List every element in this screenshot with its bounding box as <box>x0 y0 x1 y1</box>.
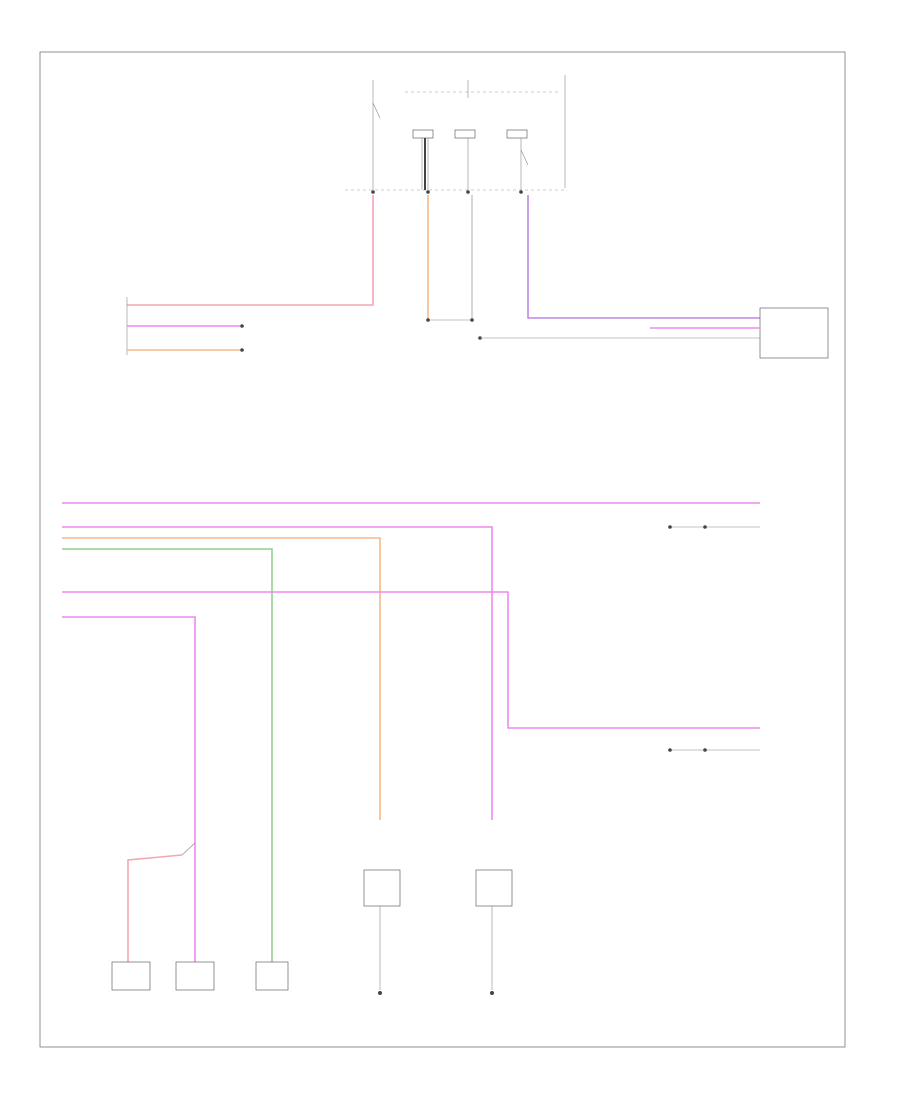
wire-magenta-bus-3 <box>62 591 760 729</box>
diagram-border <box>39 51 846 1048</box>
wire-magenta-bus-2 <box>62 526 493 820</box>
splice-dot <box>426 318 430 322</box>
ground-dot <box>490 991 494 995</box>
fuse-box-b <box>454 129 476 139</box>
wire-pink-top <box>127 195 374 306</box>
splice-dot <box>668 525 672 529</box>
splice-dot <box>703 525 707 529</box>
wire-magenta-bus-4 <box>62 616 196 965</box>
component-box-3 <box>255 961 289 991</box>
component-box-2 <box>175 961 215 991</box>
splice-dot <box>240 324 244 328</box>
splice-dot <box>240 348 244 352</box>
component-box-1 <box>111 961 151 991</box>
wire-pink-bottom <box>127 854 183 965</box>
fuse-switch-1 <box>372 102 381 119</box>
splice-dot <box>466 190 470 194</box>
switch-contact <box>181 842 196 856</box>
ground-dot <box>378 991 382 995</box>
splice-dot <box>470 318 474 322</box>
splice-dot <box>519 190 523 194</box>
fuse-box-a <box>412 129 434 139</box>
splice-dot <box>703 748 707 752</box>
seat-module-left <box>363 869 401 907</box>
splice-dot <box>668 748 672 752</box>
splice-dot <box>426 190 430 194</box>
wire-orange-bus <box>62 537 381 820</box>
right-top-module <box>759 307 829 359</box>
splice-dot <box>371 190 375 194</box>
seat-module-right <box>475 869 513 907</box>
fuse-box-c <box>506 129 528 139</box>
fuse-switch-2 <box>520 149 529 166</box>
wire-purple-top <box>527 195 760 319</box>
wire-green-bus <box>62 548 273 965</box>
